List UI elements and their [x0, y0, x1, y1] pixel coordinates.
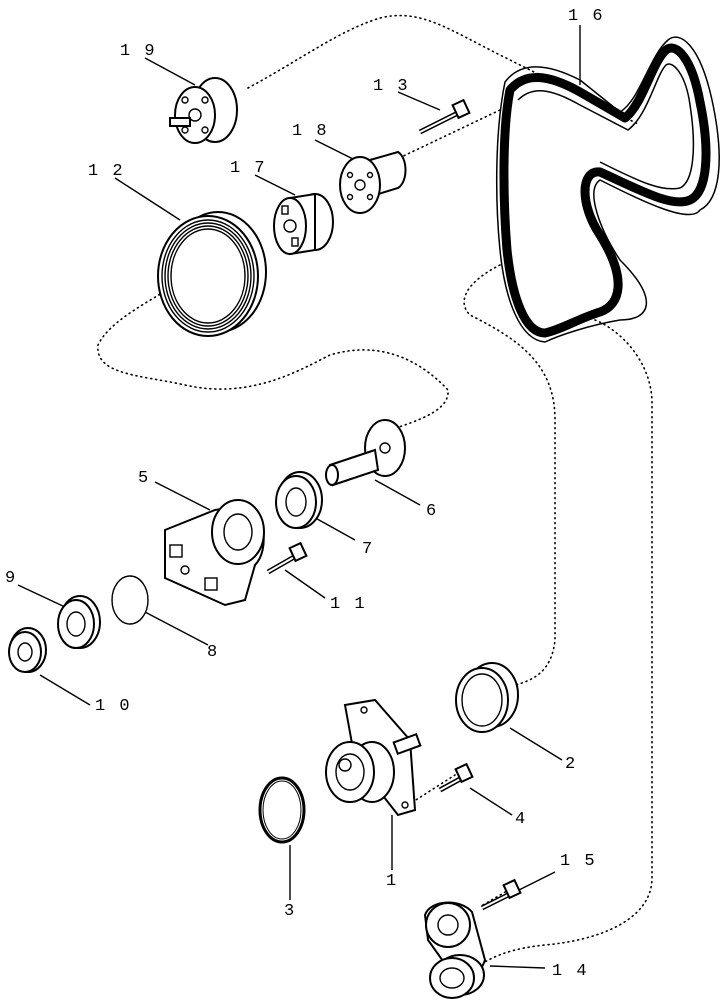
assembly-dotted-lines — [97, 14, 653, 966]
bolt-13 — [418, 98, 471, 135]
callout-16: 1 6 — [568, 7, 605, 26]
leader-lines — [17, 25, 581, 969]
callout-9: 9 — [5, 569, 17, 588]
housing-5 — [164, 499, 265, 607]
seal-10 — [8, 627, 47, 673]
damper-coupling-17 — [273, 192, 334, 256]
callout-7: 7 — [362, 540, 374, 559]
callout-labels: 1 9 1 3 1 8 1 7 1 2 1 6 5 6 7 1 1 8 9 1 … — [5, 7, 605, 981]
callout-5: 5 — [138, 469, 150, 488]
callout-3: 3 — [284, 902, 296, 921]
callout-8: 8 — [207, 643, 219, 662]
idler-pulley-2 — [455, 662, 519, 733]
callout-2: 2 — [565, 755, 577, 774]
bearing-7 — [275, 471, 323, 529]
bearing-9 — [57, 595, 101, 649]
water-pump-1 — [325, 698, 422, 817]
callout-10: 1 0 — [95, 697, 132, 716]
callout-18: 1 8 — [292, 122, 329, 141]
idler-pulley-19 — [169, 77, 238, 144]
bolt-15 — [480, 878, 522, 911]
callout-17: 1 7 — [230, 159, 267, 178]
callout-6: 6 — [426, 502, 438, 521]
snap-ring-8 — [111, 575, 149, 625]
callout-19: 1 9 — [120, 42, 157, 61]
shaft-flange-18 — [339, 150, 407, 214]
serpentine-belt — [495, 36, 720, 343]
bolt-11 — [266, 541, 308, 575]
callout-12: 1 2 — [88, 162, 125, 181]
callout-13: 1 3 — [373, 77, 410, 96]
callout-14: 1 4 — [552, 962, 589, 981]
callout-4: 4 — [515, 810, 527, 829]
callout-11: 1 1 — [330, 595, 367, 614]
o-ring-3 — [258, 776, 306, 844]
belt-tensioner-14 — [423, 901, 487, 999]
bolt-4 — [438, 762, 474, 793]
shaft-6 — [325, 419, 406, 487]
crankshaft-pulley-12 — [157, 211, 267, 337]
callout-15: 1 5 — [560, 852, 597, 871]
callout-1: 1 — [386, 872, 398, 891]
